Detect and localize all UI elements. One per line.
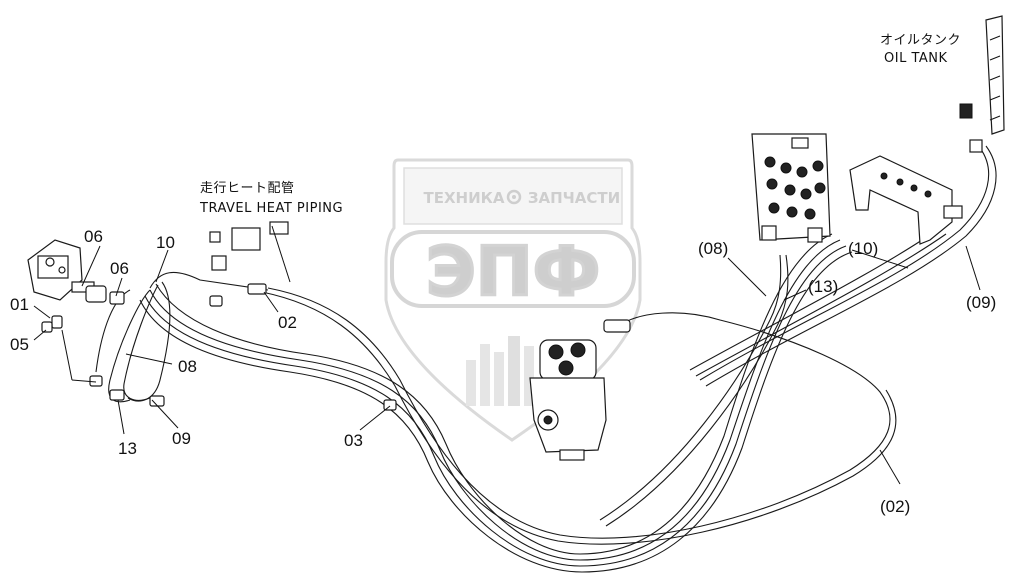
travel-heat-fittings [209,221,397,411]
leader-lines [33,225,981,485]
callout-06-b: 06 [110,259,129,278]
hose-bundle [95,145,997,573]
watermark-top-text-right: ЗАПЧАСТИ [528,189,620,207]
callout-01: 01 [10,295,29,314]
callout-paren-02: (02) [880,497,910,516]
watermark-top-text: ТЕХНИКА [423,189,504,207]
callout-10: 10 [156,233,175,252]
fittings-left [41,315,165,407]
callout-13: 13 [118,439,137,458]
callout-06-a: 06 [84,227,103,246]
callout-paren-13: (13) [808,277,838,296]
callout-paren-09: (09) [966,293,996,312]
control-valve [751,133,831,243]
callout-03: 03 [344,431,363,450]
manifold-block [849,155,963,245]
gear-icon [506,189,522,205]
watermark-big-text: ЭПФ [426,233,600,312]
callout-09: 09 [172,429,191,448]
callout-08: 08 [178,357,197,376]
callout-02: 02 [278,313,297,332]
travel-heat-caption-en: TRAVEL HEAT PIPING [199,201,343,216]
oil-tank-caption-en: OIL TANK [884,51,948,66]
oil-tank-caption-jp: オイルタンク [880,33,961,48]
callout-paren-10: (10) [848,239,878,258]
center-joint [529,319,631,461]
callout-paren-08: (08) [698,239,728,258]
watermark-shield-icon: ТЕХНИКА ЗАПЧАСТИ ЭПФ [384,158,642,442]
pump-component [27,239,125,305]
callout-05: 05 [10,335,29,354]
oil-tank [959,15,1005,153]
travel-heat-caption-jp: 走行ヒート配管 [200,181,295,196]
